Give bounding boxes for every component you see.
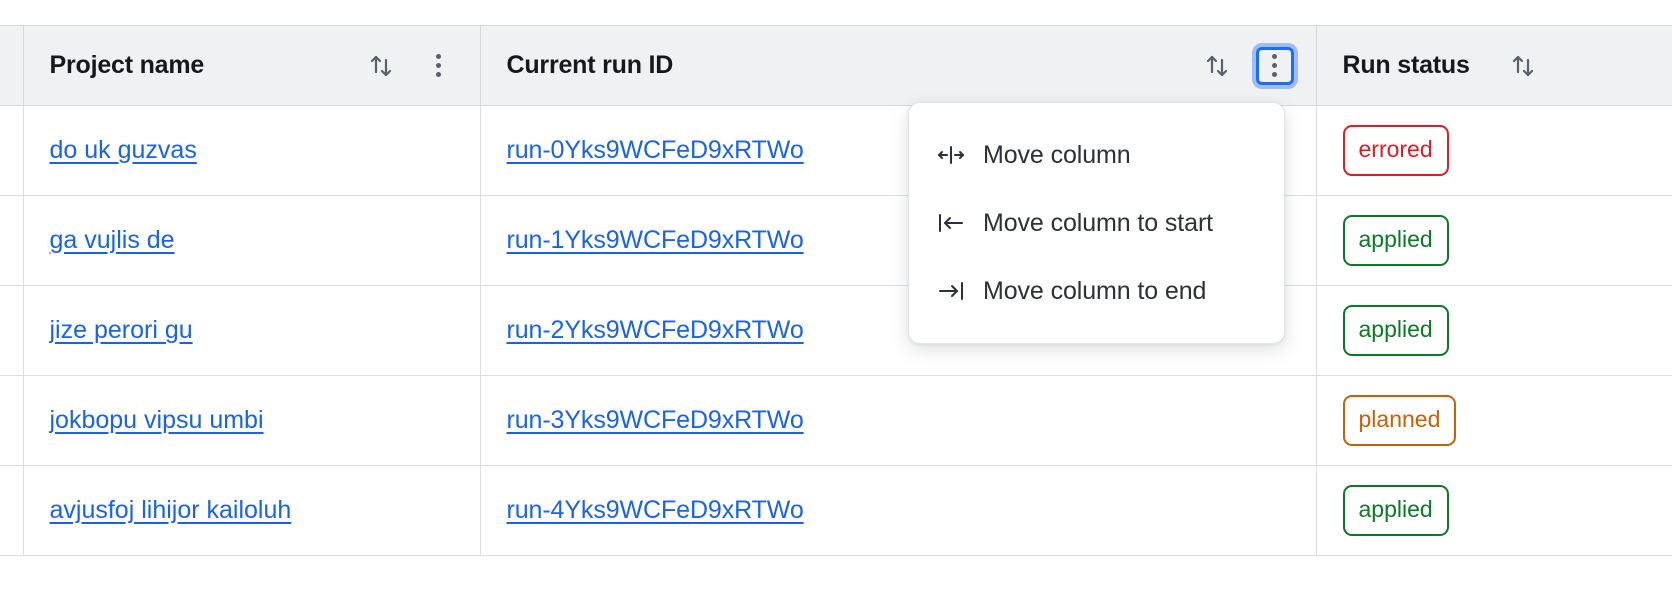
- cell-project-name: jize perori gu: [23, 285, 481, 376]
- run-id-link[interactable]: run-0Yks9WCFeD9xRTWo: [506, 136, 804, 164]
- row-gutter-cell: [0, 465, 24, 556]
- menu-item-move-column[interactable]: Move column: [909, 121, 1284, 189]
- sort-arrows-icon[interactable]: [1200, 49, 1234, 83]
- cell-run-status: planned: [1316, 375, 1672, 466]
- table-row: jokbopu vipsu umbi run-3Yks9WCFeD9xRTWo …: [0, 375, 1672, 466]
- row-gutter-header: [0, 25, 24, 106]
- table-row: avjusfoj lihijor kailoluh run-4Yks9WCFeD…: [0, 465, 1672, 556]
- menu-item-move-column-to-end[interactable]: Move column to end: [909, 257, 1284, 325]
- column-header-project-name[interactable]: Project name: [23, 25, 481, 106]
- run-id-link[interactable]: run-4Yks9WCFeD9xRTWo: [506, 496, 804, 524]
- status-badge: applied: [1342, 305, 1449, 356]
- column-menu-button-current-run-id[interactable]: [1255, 46, 1294, 85]
- cell-current-run-id: run-4Yks9WCFeD9xRTWo: [480, 465, 1317, 556]
- cell-project-name: do uk guzvas: [23, 105, 481, 196]
- project-name-link[interactable]: ga vujlis de: [49, 226, 175, 254]
- table-header-row: Project name: [0, 25, 1672, 106]
- run-id-link[interactable]: run-3Yks9WCFeD9xRTWo: [506, 406, 804, 434]
- cell-project-name: jokbopu vipsu umbi: [23, 375, 481, 466]
- menu-item-label: Move column: [983, 140, 1131, 169]
- menu-item-label: Move column to start: [983, 208, 1214, 237]
- cell-run-status: errored: [1316, 105, 1672, 196]
- project-name-link[interactable]: avjusfoj lihijor kailoluh: [49, 496, 292, 524]
- status-badge: errored: [1342, 125, 1449, 176]
- sort-arrows-icon[interactable]: [1506, 49, 1540, 83]
- column-header-current-run-id[interactable]: Current run ID: [480, 25, 1317, 106]
- table-row: do uk guzvas run-0Yks9WCFeD9xRTWo errore…: [0, 105, 1672, 196]
- status-badge: planned: [1342, 395, 1457, 446]
- cell-run-status: applied: [1316, 285, 1672, 376]
- column-menu-button-project-name[interactable]: [420, 47, 458, 85]
- project-name-link[interactable]: do uk guzvas: [49, 136, 197, 164]
- sort-arrows-icon[interactable]: [364, 49, 398, 83]
- cell-run-status: applied: [1316, 195, 1672, 286]
- run-id-link[interactable]: run-1Yks9WCFeD9xRTWo: [506, 226, 804, 254]
- menu-item-move-column-to-start[interactable]: Move column to start: [909, 189, 1284, 257]
- column-options-menu: Move column Move column to start Move co…: [908, 102, 1285, 344]
- row-gutter-cell: [0, 195, 24, 286]
- project-name-link[interactable]: jize perori gu: [49, 316, 193, 344]
- row-gutter-cell: [0, 375, 24, 466]
- column-header-label-current-run-id: Current run ID: [506, 51, 674, 79]
- project-name-link[interactable]: jokbopu vipsu umbi: [49, 406, 264, 434]
- cell-run-status: applied: [1316, 465, 1672, 556]
- row-gutter-cell: [0, 105, 24, 196]
- run-id-link[interactable]: run-2Yks9WCFeD9xRTWo: [506, 316, 804, 344]
- move-column-to-start-icon: [937, 209, 965, 237]
- column-header-label-run-status: Run status: [1342, 51, 1470, 79]
- column-header-label-project-name: Project name: [49, 51, 205, 79]
- table-body: do uk guzvas run-0Yks9WCFeD9xRTWo errore…: [0, 105, 1672, 556]
- cell-project-name: ga vujlis de: [23, 195, 481, 286]
- table-header: Project name: [0, 25, 1672, 106]
- table-row: ga vujlis de run-1Yks9WCFeD9xRTWo applie…: [0, 195, 1672, 286]
- table-row: jize perori gu run-2Yks9WCFeD9xRTWo appl…: [0, 285, 1672, 376]
- column-header-run-status[interactable]: Run status: [1316, 25, 1672, 106]
- cell-project-name: avjusfoj lihijor kailoluh: [23, 465, 481, 556]
- kebab-menu-icon: [1272, 50, 1277, 81]
- row-gutter-cell: [0, 285, 24, 376]
- projects-table: Project name: [0, 25, 1672, 556]
- move-column-icon: [937, 141, 965, 169]
- cell-current-run-id: run-3Yks9WCFeD9xRTWo: [480, 375, 1317, 466]
- kebab-menu-icon: [436, 50, 441, 81]
- status-badge: applied: [1342, 485, 1449, 536]
- move-column-to-end-icon: [937, 277, 965, 305]
- menu-item-label: Move column to end: [983, 276, 1207, 305]
- status-badge: applied: [1342, 215, 1449, 266]
